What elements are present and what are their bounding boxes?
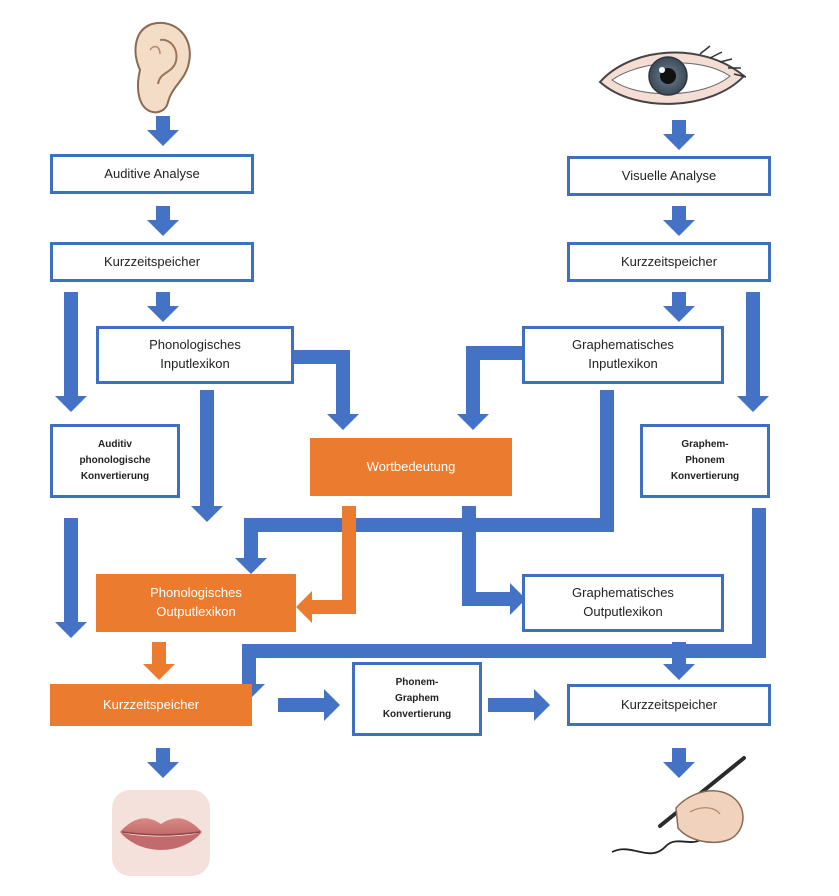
phonologisches-inputlexikon-box: Phonologisches Inputlexikon: [96, 326, 294, 384]
arrow-kurzzeit-to-phon-input: [147, 292, 179, 322]
kurzzeitspeicher-right-box: Kurzzeitspeicher: [567, 242, 771, 282]
graph-phon-line3: Konvertierung: [670, 471, 740, 482]
graph-phon-line2: Phonem: [685, 455, 725, 466]
phon-graph-line3: Konvertierung: [382, 709, 452, 720]
arrow-eye-to-visuelle: [663, 120, 695, 150]
auditiv-phonologische-konvertierung-box: Auditiv phonologische Konvertierung: [50, 424, 180, 498]
arrow-kurzzeit-to-graph-input: [663, 292, 695, 322]
eye-icon: [598, 45, 747, 105]
phon-graph-line2: Graphem: [395, 693, 439, 704]
arrow-kurzzeit-to-phon-graph: [278, 689, 340, 721]
arrow-kurzzeitright-to-graph-phon: [737, 292, 769, 412]
arrow-ear-to-auditive: [147, 116, 179, 146]
arrow-visuelle-to-kurzzeit: [663, 206, 695, 236]
phonologisches-outputlexikon-box: Phonologisches Outputlexikon: [96, 574, 296, 632]
phon-graph-line1: Phonem-: [395, 677, 439, 688]
graph-output-line1: Graphematisches: [572, 585, 674, 601]
phon-output-line2: Outputlexikon: [156, 604, 236, 619]
lips-icon: [112, 790, 210, 876]
kurzzeitspeicher-bottom-left-box: Kurzzeitspeicher: [50, 684, 252, 726]
graph-input-line2: Inputlexikon: [588, 356, 658, 371]
graph-output-line2: Outputlexikon: [583, 604, 663, 619]
arrow-auditive-to-kurzzeit: [147, 206, 179, 236]
arrow-kurzzeit-to-lips: [147, 748, 179, 778]
phon-output-line1: Phonologisches: [150, 585, 242, 601]
aud-phon-line3: Konvertierung: [80, 471, 150, 482]
ear-icon: [134, 21, 191, 114]
visuelle-analyse-label: Visuelle Analyse: [621, 167, 717, 183]
flow-arrows: [55, 116, 769, 778]
arrow-kurzzeit-to-auditiv-phon: [55, 292, 87, 412]
arrow-phon-input-to-wortbedeutung: [294, 350, 359, 430]
kurzzeitspeicher-bottom-right-label: Kurzzeitspeicher: [620, 696, 718, 712]
arrow-graph-output-to-kurzzeit: [663, 642, 695, 680]
arrow-wortbedeutung-to-phon-output: [296, 506, 356, 623]
arrow-graph-phon-to-kurzzeit-bottom-left: [233, 508, 766, 700]
arrow-phon-input-down: [191, 390, 223, 522]
writing-hand-icon: [611, 756, 746, 855]
arrow-graph-input-to-phon-output: [235, 390, 614, 574]
aud-phon-line2: phonologische: [79, 455, 151, 466]
graphem-phonem-konvertierung-box: Graphem- Phonem Konvertierung: [640, 424, 770, 498]
arrow-phon-output-to-kurzzeit: [143, 642, 175, 680]
kurzzeitspeicher-left-box: Kurzzeitspeicher: [50, 242, 254, 282]
graphematisches-inputlexikon-box: Graphematisches Inputlexikon: [522, 326, 724, 384]
wortbedeutung-label: Wortbedeutung: [366, 458, 456, 474]
graph-input-line1: Graphematisches: [572, 337, 674, 353]
arrow-phon-graph-to-kurzzeit: [488, 689, 550, 721]
auditive-analyse-box: Auditive Analyse: [50, 154, 254, 194]
arrow-wortbedeutung-to-graph-output: [462, 506, 526, 615]
phonem-graphem-konvertierung-box: Phonem- Graphem Konvertierung: [352, 662, 482, 736]
kurzzeitspeicher-right-label: Kurzzeitspeicher: [620, 253, 718, 269]
kurzzeitspeicher-bottom-left-label: Kurzzeitspeicher: [102, 696, 200, 712]
wortbedeutung-box: Wortbedeutung: [310, 438, 512, 496]
orange-arrows: [143, 506, 356, 680]
kurzzeitspeicher-bottom-right-box: Kurzzeitspeicher: [567, 684, 771, 726]
kurzzeitspeicher-left-label: Kurzzeitspeicher: [103, 253, 201, 269]
arrow-kurzzeit-to-hand: [663, 748, 695, 778]
graph-phon-line1: Graphem-: [681, 439, 729, 450]
auditive-analyse-label: Auditive Analyse: [104, 165, 200, 181]
arrow-auditiv-phon-down: [55, 518, 87, 638]
aud-phon-line1: Auditiv: [98, 439, 132, 450]
arrow-graph-input-to-wortbedeutung: [457, 346, 522, 430]
phon-input-line2: Inputlexikon: [160, 356, 230, 371]
visuelle-analyse-box: Visuelle Analyse: [567, 156, 771, 196]
phon-input-line1: Phonologisches: [149, 337, 241, 353]
graphematisches-outputlexikon-box: Graphematisches Outputlexikon: [522, 574, 724, 632]
